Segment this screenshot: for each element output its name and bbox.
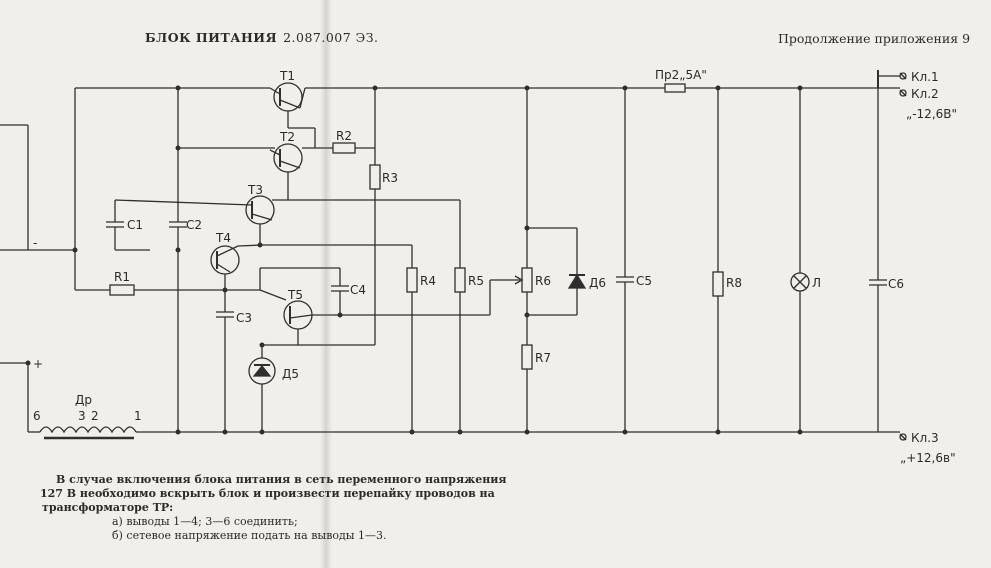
label-r8: R8 xyxy=(726,276,742,290)
capacitor-c3 xyxy=(216,311,234,432)
label-r7: R7 xyxy=(535,351,551,365)
resistor-r2 xyxy=(302,142,375,154)
capacitor-c1 xyxy=(106,200,150,251)
resistor-r4 xyxy=(262,244,418,432)
resistor-r3 xyxy=(262,88,381,346)
label-t4: T4 xyxy=(215,231,231,245)
transistor-t3 xyxy=(114,195,460,245)
label-r5: R5 xyxy=(468,274,484,288)
diode-d6 xyxy=(567,228,587,315)
label-c2: C2 xyxy=(186,218,202,232)
label-kl1: Кл.1 xyxy=(911,70,939,84)
label-r2: R2 xyxy=(336,129,352,143)
label-choke: Др xyxy=(75,393,92,407)
capacitor-c4 xyxy=(331,268,349,315)
label-t5: T5 xyxy=(287,288,303,302)
label-t2: T2 xyxy=(279,130,295,144)
label-tap-2: 2 xyxy=(91,409,99,423)
note-line-4: а) выводы 1—4; 3—6 соединить; xyxy=(112,515,298,528)
resistor-r1 xyxy=(109,284,287,301)
label-t1: T1 xyxy=(279,69,295,83)
resistor-r8 xyxy=(712,88,724,432)
zener-d5 xyxy=(248,345,276,432)
input-wires xyxy=(0,88,110,432)
label-r1: R1 xyxy=(114,270,130,284)
note-line-5: б) сетевое напряжение подать на выводы 1… xyxy=(112,529,387,542)
capacitor-c5 xyxy=(616,88,634,432)
capacitor-c2 xyxy=(169,88,187,432)
label-tap-3: 3 xyxy=(78,409,86,423)
paper-fold-shadow xyxy=(320,0,332,568)
document-title: БЛОК ПИТАНИЯ xyxy=(145,30,278,45)
footnote: В случае включения блока питания в сеть … xyxy=(40,473,507,543)
transistor-t1 xyxy=(269,82,306,128)
label-plus-sign: + xyxy=(33,357,43,371)
note-line-3: трансформаторе ТР: xyxy=(40,501,507,515)
label-tap-1: 1 xyxy=(134,409,142,423)
label-c1: C1 xyxy=(127,218,143,232)
label-plus-voltage: „+12,6в" xyxy=(900,451,956,465)
label-c6: C6 xyxy=(888,277,904,291)
label-r6: R6 xyxy=(535,274,551,288)
label-r3: R3 xyxy=(382,171,398,185)
label-lamp: Л xyxy=(812,276,821,290)
lamp-l xyxy=(790,88,810,432)
fuse xyxy=(664,83,686,93)
transistor-t2 xyxy=(269,127,316,200)
junction-dots xyxy=(25,85,803,435)
capacitor-c6 xyxy=(869,88,887,432)
potentiometer-r6 xyxy=(489,88,577,345)
label-r4: R4 xyxy=(420,274,436,288)
label-c5: C5 xyxy=(636,274,652,288)
resistor-r7 xyxy=(521,344,533,432)
label-minus-sign: - xyxy=(33,236,37,250)
label-t3: T3 xyxy=(247,183,263,197)
choke-dr xyxy=(28,426,140,440)
circuit-schematic: T1 T2 R2 R3 T3 C1 C2 T4 R1 C3 T5 C4 Д5 R… xyxy=(0,68,957,465)
label-tap-6: 6 xyxy=(33,409,41,423)
label-minus-voltage: „-12,6В" xyxy=(906,107,957,121)
note-line-3-prefix: трансформаторе xyxy=(42,501,153,514)
label-c4: C4 xyxy=(350,283,366,297)
note-line-2: 127 В необходимо вскрыть блок и произвес… xyxy=(40,487,495,500)
document-code: 2.087.007 ЭЗ. xyxy=(283,30,379,45)
label-d6: Д6 xyxy=(589,276,606,290)
label-d5: Д5 xyxy=(282,367,299,381)
label-kl2: Кл.2 xyxy=(911,87,939,101)
note-line-3-bold: ТР: xyxy=(152,501,174,514)
continuation-note: Продолжение приложения 9 xyxy=(778,31,971,46)
label-fuse: Пр2„5А" xyxy=(655,68,707,82)
resistor-r5 xyxy=(454,200,466,432)
terminals xyxy=(877,70,907,441)
transistor-t4 xyxy=(210,244,263,312)
label-c3: C3 xyxy=(236,311,252,325)
label-kl3: Кл.3 xyxy=(911,431,939,445)
note-line-1: В случае включения блока питания в сеть … xyxy=(56,473,507,486)
page-header-title: БЛОК ПИТАНИЯ 2.087.007 ЭЗ. xyxy=(145,30,379,45)
